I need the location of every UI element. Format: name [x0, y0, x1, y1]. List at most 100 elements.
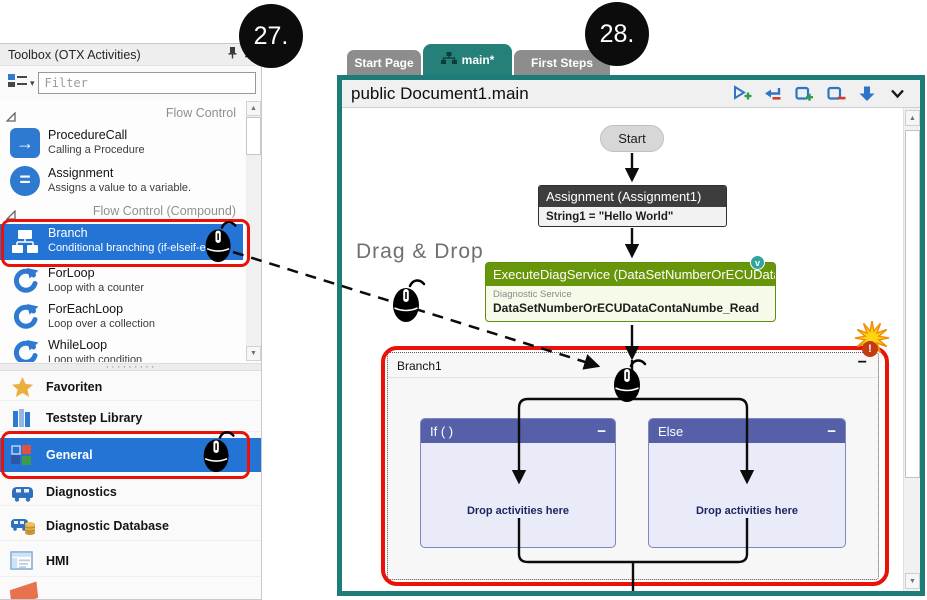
- star-icon: [8, 376, 36, 398]
- item-title: ProcedureCall: [48, 128, 128, 142]
- if-label: If ( ): [430, 423, 454, 439]
- tab-main[interactable]: main*: [423, 44, 512, 75]
- flow-canvas[interactable]: Start Assignment (Assignment1) String1 =…: [342, 108, 903, 591]
- category-label: General: [46, 448, 93, 462]
- scrollbar-thumb[interactable]: [905, 130, 920, 478]
- item-title: WhileLoop: [48, 338, 108, 352]
- toolbox-panel: Toolbox (OTX Activities) × ▾ Flow Contro…: [0, 43, 262, 600]
- item-desc: Loop over a collection: [48, 318, 156, 330]
- branch-icon: [10, 226, 40, 256]
- toolbox-item-branch[interactable]: Branch Conditional branching (if-elseif-…: [0, 224, 243, 260]
- general-category-highlight: [1, 431, 250, 479]
- drop-hint: Drop activities here: [695, 505, 799, 517]
- general-icon: [8, 443, 36, 467]
- drop-hint: Drop activities here: [466, 505, 570, 517]
- sunburst-icon: [854, 320, 890, 361]
- scrollbar-thumb[interactable]: [246, 117, 261, 155]
- assignment-node-header: Assignment (Assignment1): [539, 186, 726, 207]
- section-flow-control-compound[interactable]: Flow Control (Compound): [0, 204, 240, 220]
- filter-row: ▾: [8, 72, 256, 94]
- editor-toolbar: [733, 85, 911, 103]
- scroll-down-icon[interactable]: ▼: [905, 573, 920, 589]
- category-diagnostic-database[interactable]: Diagnostic Database: [0, 511, 261, 541]
- step-callout-27: 27.: [239, 4, 303, 68]
- toolbox-item-forloop[interactable]: ForLoop Loop with a counter: [0, 264, 243, 300]
- car-database-icon: [8, 515, 36, 536]
- view-mode-icon[interactable]: [8, 73, 27, 93]
- item-desc: Calling a Procedure: [48, 144, 145, 156]
- sitemap-icon: [440, 52, 457, 67]
- section-label: Flow Control (Compound): [92, 204, 236, 218]
- pin-icon[interactable]: [227, 46, 238, 64]
- scroll-down-icon[interactable]: ▼: [246, 346, 261, 361]
- remove-step-icon[interactable]: [764, 85, 782, 102]
- loop-icon: [10, 338, 40, 362]
- scroll-up-icon[interactable]: ▲: [246, 101, 261, 116]
- validity-badge: v: [750, 255, 765, 270]
- branch-item-highlight: [1, 219, 250, 267]
- category-label: Teststep Library: [46, 411, 143, 425]
- category-label: Diagnostics: [46, 485, 117, 499]
- start-node[interactable]: Start: [600, 125, 664, 152]
- item-title: ForLoop: [48, 266, 95, 280]
- add-step-icon[interactable]: [733, 85, 752, 102]
- canvas-scrollbar[interactable]: ▲ ▼: [903, 108, 920, 591]
- procedure-call-icon: →: [10, 128, 40, 158]
- drag-drop-label: Drag & Drop: [356, 240, 484, 263]
- category-teststep-library[interactable]: Teststep Library: [0, 405, 261, 432]
- toolbox-header: Toolbox (OTX Activities) ×: [0, 44, 261, 66]
- item-desc: Conditional branching (if-elseif-else): [48, 242, 224, 254]
- scroll-up-icon[interactable]: ▲: [905, 110, 920, 126]
- tab-label: Start Page: [354, 55, 414, 70]
- diag-node-header: ExecuteDiagService (DataSetNumberOrECUDa…: [486, 263, 775, 286]
- branch-highlight-annotation: [381, 346, 889, 586]
- chevron-down-icon[interactable]: ▾: [30, 77, 35, 88]
- item-desc: Loop with a counter: [48, 282, 145, 294]
- category-hmi[interactable]: HMI: [0, 545, 261, 577]
- collapse-triangle-icon[interactable]: [5, 109, 16, 127]
- tab-label: First Steps: [530, 55, 593, 70]
- item-title: ForEachLoop: [48, 302, 124, 316]
- error-badge: !: [862, 341, 878, 357]
- category-label: Diagnostic Database: [46, 518, 169, 533]
- add-frame-icon[interactable]: [794, 85, 814, 103]
- step-callout-28: 28.: [585, 2, 649, 66]
- toolbox-title: Toolbox (OTX Activities): [8, 47, 141, 62]
- assignment-node-body: String1 = "Hello World": [546, 210, 674, 223]
- toolbox-item-assignment[interactable]: = Assignment Assigns a value to a variab…: [0, 164, 243, 200]
- filter-input[interactable]: [37, 72, 256, 94]
- collapse-chevron-icon[interactable]: [888, 86, 907, 101]
- assignment-icon: =: [10, 166, 40, 196]
- item-title: Assignment: [48, 166, 114, 180]
- tab-label: main*: [461, 52, 495, 67]
- document-title: public Document1.main: [351, 83, 529, 103]
- diag-node-body: DataSetNumberOrECUDataContaNumbe_Read: [493, 301, 760, 315]
- panel-splitter[interactable]: ·········: [0, 362, 261, 373]
- tab-start-page[interactable]: Start Page: [347, 50, 421, 75]
- remove-frame-icon[interactable]: [826, 85, 846, 103]
- item-desc: Assigns a value to a variable.: [48, 182, 192, 194]
- collapse-minus-icon[interactable]: −: [827, 422, 836, 440]
- category-diagnostics[interactable]: Diagnostics: [0, 479, 261, 506]
- item-desc: Loop with condition: [48, 354, 143, 362]
- section-flow-control[interactable]: Flow Control: [0, 106, 240, 122]
- diag-node-type: Diagnostic Service: [493, 289, 572, 300]
- diag-service-node[interactable]: ExecuteDiagService (DataSetNumberOrECUDa…: [485, 255, 776, 322]
- library-icon: [8, 408, 36, 428]
- document-editor: public Document1.main Start Assignment (…: [337, 75, 925, 596]
- arrow-down-icon[interactable]: [858, 85, 876, 102]
- toolbox-item-whileloop[interactable]: WhileLoop Loop with condition: [0, 336, 243, 362]
- collapse-minus-icon[interactable]: −: [857, 354, 867, 371]
- toolbox-item-foreachloop[interactable]: ForEachLoop Loop over a collection: [0, 300, 243, 336]
- section-label: Flow Control: [165, 106, 236, 120]
- toolbox-item-procedurecall[interactable]: → ProcedureCall Calling a Procedure: [0, 126, 243, 162]
- loop-icon: [10, 266, 40, 296]
- category-partial-icon: [9, 581, 39, 599]
- category-favoriten[interactable]: Favoriten: [0, 374, 261, 401]
- document-titlebar: public Document1.main: [342, 80, 920, 108]
- category-label: Favoriten: [46, 380, 103, 394]
- window-icon: [8, 550, 36, 571]
- loop-icon: [10, 302, 40, 332]
- assignment-node[interactable]: Assignment (Assignment1) String1 = "Hell…: [538, 185, 727, 227]
